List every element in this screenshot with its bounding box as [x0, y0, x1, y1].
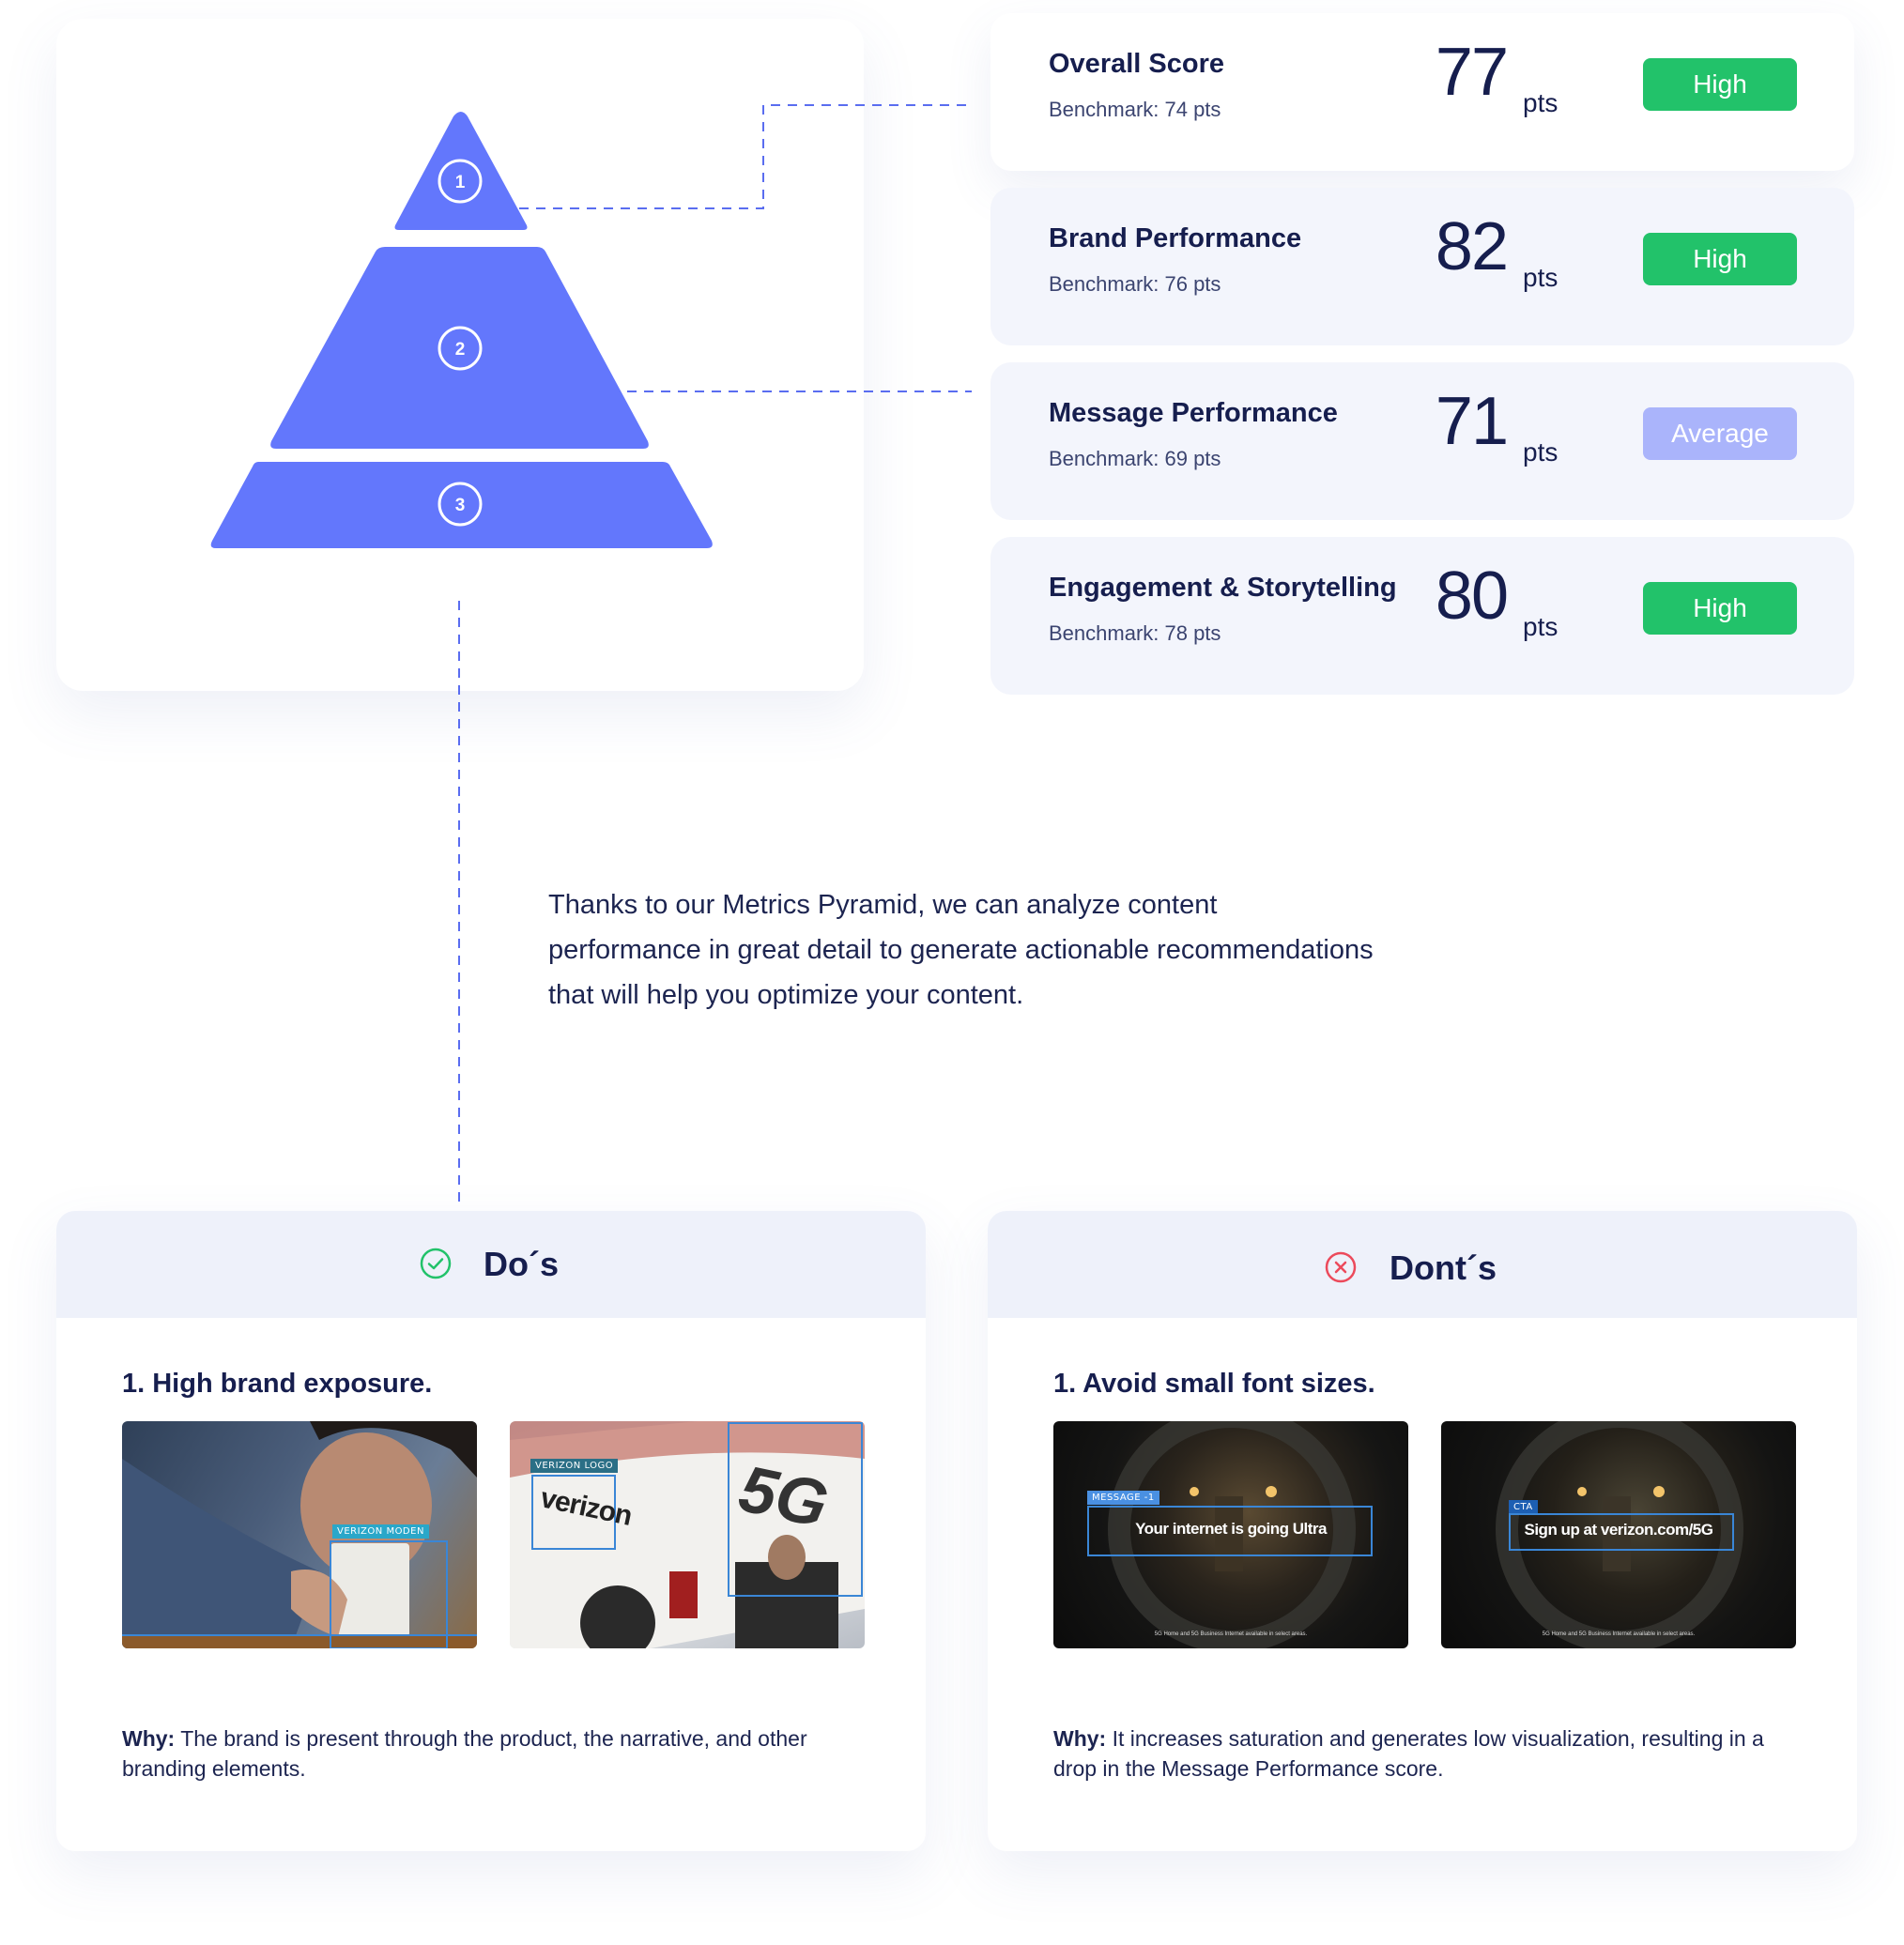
dos-item-title: 1. High brand exposure. [122, 1369, 433, 1399]
why-label: Why: [1053, 1726, 1107, 1751]
donts-card: Dont´s 1. Avoid small font sizes. MESSAG… [988, 1211, 1857, 1851]
metric-benchmark: Benchmark: 78 pts [1049, 621, 1221, 645]
metric-engagement-storytelling: Engagement & Storytelling Benchmark: 78 … [990, 537, 1854, 695]
intro-paragraph: Thanks to our Metrics Pyramid, we can an… [548, 890, 1374, 1010]
metric-unit: pts [1523, 612, 1559, 641]
donts-title: Dont´s [1390, 1248, 1497, 1287]
why-text: It increases saturation and generates lo… [1053, 1726, 1764, 1781]
metric-benchmark: Benchmark: 69 pts [1049, 447, 1221, 470]
dos-header: Do´s [56, 1211, 926, 1318]
metric-unit: pts [1523, 437, 1559, 467]
metric-unit: pts [1523, 263, 1559, 292]
dos-thumbnail-2[interactable]: VERIZON LOGO verizon 5G [510, 1421, 865, 1648]
metric-title: Brand Performance [1049, 223, 1302, 253]
detection-tag: VERIZON MODEN [332, 1524, 429, 1539]
donts-thumbnail-1[interactable]: MESSAGE -1 Your internet is going Ultra … [1053, 1421, 1408, 1648]
pyramid-badge-number: 3 [455, 496, 466, 515]
detection-box [1087, 1506, 1373, 1556]
dos-why: Why: The brand is present through the pr… [122, 1723, 864, 1784]
metric-benchmark: Benchmark: 76 pts [1049, 272, 1221, 296]
metric-title: Overall Score [1049, 49, 1224, 79]
pyramid-badge-1: 1 [438, 159, 483, 204]
status-badge: High [1643, 58, 1797, 111]
x-circle-icon [1325, 1251, 1357, 1283]
dos-card: Do´s 1. High brand exposure. VERIZON MOD… [56, 1211, 926, 1851]
detection-tag: MESSAGE -1 [1087, 1491, 1159, 1505]
metric-value: 71 [1435, 384, 1509, 459]
thumbnail-image [122, 1421, 477, 1648]
metric-brand-performance: Brand Performance Benchmark: 76 pts 82 p… [990, 188, 1854, 345]
pyramid-diagram: 1 2 3 [210, 104, 972, 1209]
pyramid-badge-number: 2 [455, 340, 466, 360]
donts-thumbnail-2[interactable]: CTA Sign up at verizon.com/5G 5G Home an… [1441, 1421, 1796, 1648]
metric-title: Engagement & Storytelling [1049, 573, 1397, 603]
status-badge: Average [1643, 407, 1797, 460]
pyramid-badge-2: 2 [438, 326, 483, 371]
status-badge: High [1643, 233, 1797, 285]
why-text: The brand is present through the product… [122, 1726, 807, 1781]
metric-value: 77 [1435, 35, 1509, 110]
connector-level-1 [519, 104, 972, 209]
dos-title: Do´s [484, 1245, 559, 1283]
detection-tag: CTA [1509, 1500, 1538, 1514]
metric-message-performance: Message Performance Benchmark: 69 pts 71… [990, 362, 1854, 520]
caption-text: Sign up at verizon.com/5G [1524, 1521, 1713, 1539]
check-circle-icon [420, 1248, 452, 1279]
detection-box [1509, 1513, 1734, 1551]
caption-text: Your internet is going Ultra [1135, 1520, 1327, 1538]
metric-value: 80 [1435, 559, 1509, 634]
metric-benchmark: Benchmark: 74 pts [1049, 98, 1221, 121]
metric-unit: pts [1523, 88, 1559, 117]
status-badge: High [1643, 582, 1797, 635]
donts-why: Why: It increases saturation and generat… [1053, 1723, 1795, 1784]
pyramid-badge-3: 3 [438, 482, 483, 527]
metric-overall-score: Overall Score Benchmark: 74 pts 77 pts H… [990, 13, 1854, 171]
donts-item-title: 1. Avoid small font sizes. [1053, 1369, 1375, 1399]
why-label: Why: [122, 1726, 176, 1751]
detection-tag: VERIZON LOGO [530, 1459, 619, 1473]
pyramid-badge-number: 1 [455, 173, 466, 192]
donts-header: Dont´s [988, 1211, 1857, 1318]
thumbnail-image [510, 1421, 865, 1648]
dos-thumbnail-1[interactable]: VERIZON MODEN [122, 1421, 477, 1648]
metric-title: Message Performance [1049, 398, 1338, 428]
thumbnail-image [1108, 1421, 1356, 1648]
metric-value: 82 [1435, 209, 1509, 284]
disclaimer-text: 5G Home and 5G Business Internet availab… [1542, 1631, 1696, 1637]
disclaimer-text: 5G Home and 5G Business Internet availab… [1154, 1631, 1308, 1637]
